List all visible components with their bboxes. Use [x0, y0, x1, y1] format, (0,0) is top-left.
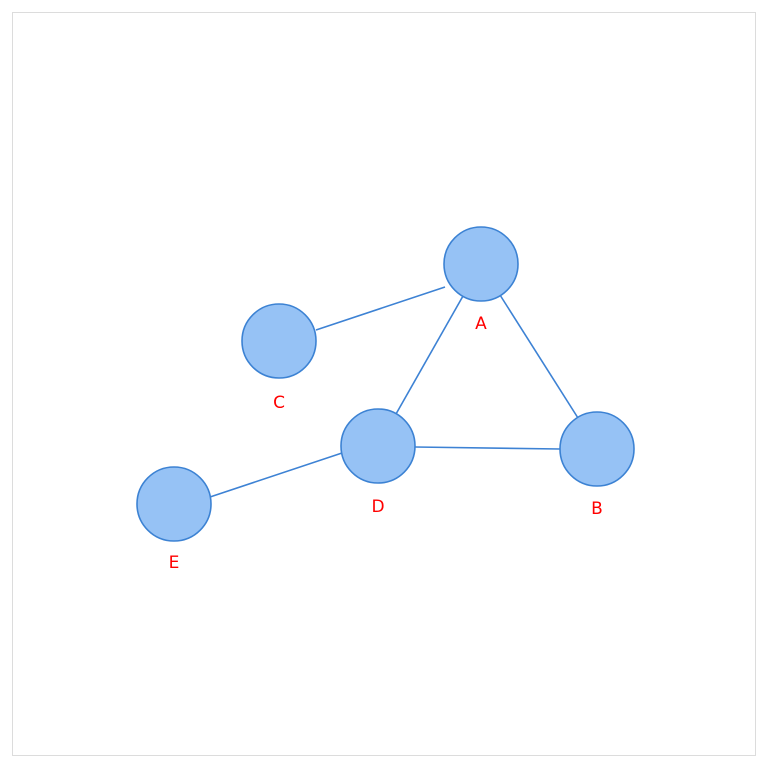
- plot-area-border: [12, 12, 756, 756]
- graph-edge-a-d: [395, 295, 464, 415]
- edges-group: [209, 286, 579, 498]
- graph-node-b[interactable]: [559, 411, 635, 487]
- graph-edge-e-d: [209, 452, 343, 498]
- node-label-a: A: [475, 314, 487, 334]
- node-label-d: D: [371, 497, 384, 517]
- nodes-group: [136, 226, 635, 542]
- graph-node-d[interactable]: [340, 408, 416, 484]
- graph-node-c[interactable]: [241, 303, 317, 379]
- node-label-c: C: [273, 393, 285, 413]
- graph-node-a[interactable]: [443, 226, 519, 302]
- node-label-e: E: [169, 553, 180, 573]
- node-label-b: B: [591, 499, 603, 519]
- graph-edge-d-b: [414, 446, 561, 450]
- graph-node-e[interactable]: [136, 466, 212, 542]
- graph-edge-a-b: [499, 294, 579, 419]
- graph-edge-c-a: [315, 286, 446, 331]
- labels-group: A B C D E: [169, 314, 603, 573]
